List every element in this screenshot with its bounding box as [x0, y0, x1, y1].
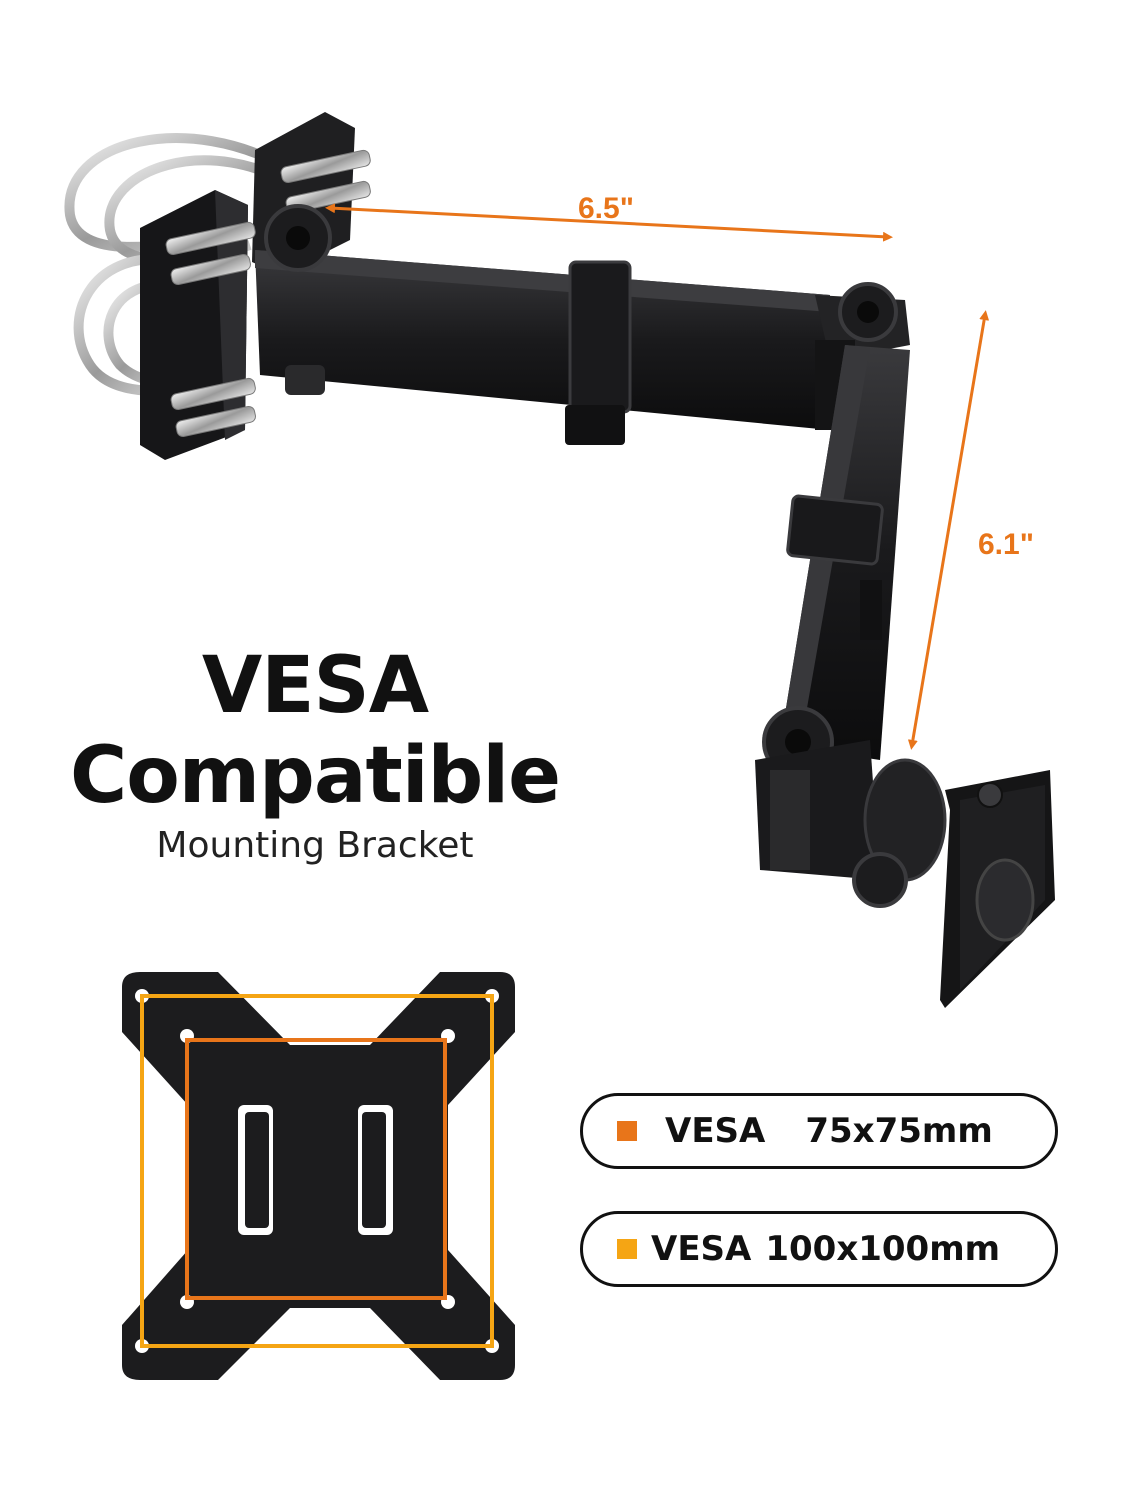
drop-length-label: 6.1" — [978, 528, 1034, 561]
arm-segment-horizontal — [255, 204, 830, 445]
vesa-badge-label: VESA — [665, 1111, 766, 1151]
vesa-100-outline — [140, 994, 494, 1348]
vesa-badge-size: 75x75mm — [805, 1111, 993, 1151]
vesa-75-outline — [185, 1038, 447, 1300]
drop-length-arrow — [907, 310, 990, 750]
threaded-studs — [165, 149, 371, 438]
vesa-badge-75: VESA 75x75mm — [580, 1093, 1058, 1169]
vesa-badge-label: VESA — [651, 1229, 752, 1269]
headline-vesa: VESA — [201, 641, 429, 731]
amber-square-icon — [617, 1239, 637, 1259]
tilt-head — [755, 706, 1055, 1008]
arm-segment-vertical — [780, 345, 910, 760]
headline-compatible: Compatible — [69, 731, 561, 821]
vesa-plate-icon — [122, 972, 515, 1380]
vesa-badge-size: 100x100mm — [765, 1229, 1001, 1269]
orange-square-icon — [617, 1121, 637, 1141]
arm-length-label: 6.5" — [578, 192, 634, 225]
vesa-badge-100: VESA 100x100mm — [580, 1211, 1058, 1287]
subtitle: Mounting Bracket — [156, 825, 474, 866]
arm-length-arrow — [325, 203, 893, 242]
